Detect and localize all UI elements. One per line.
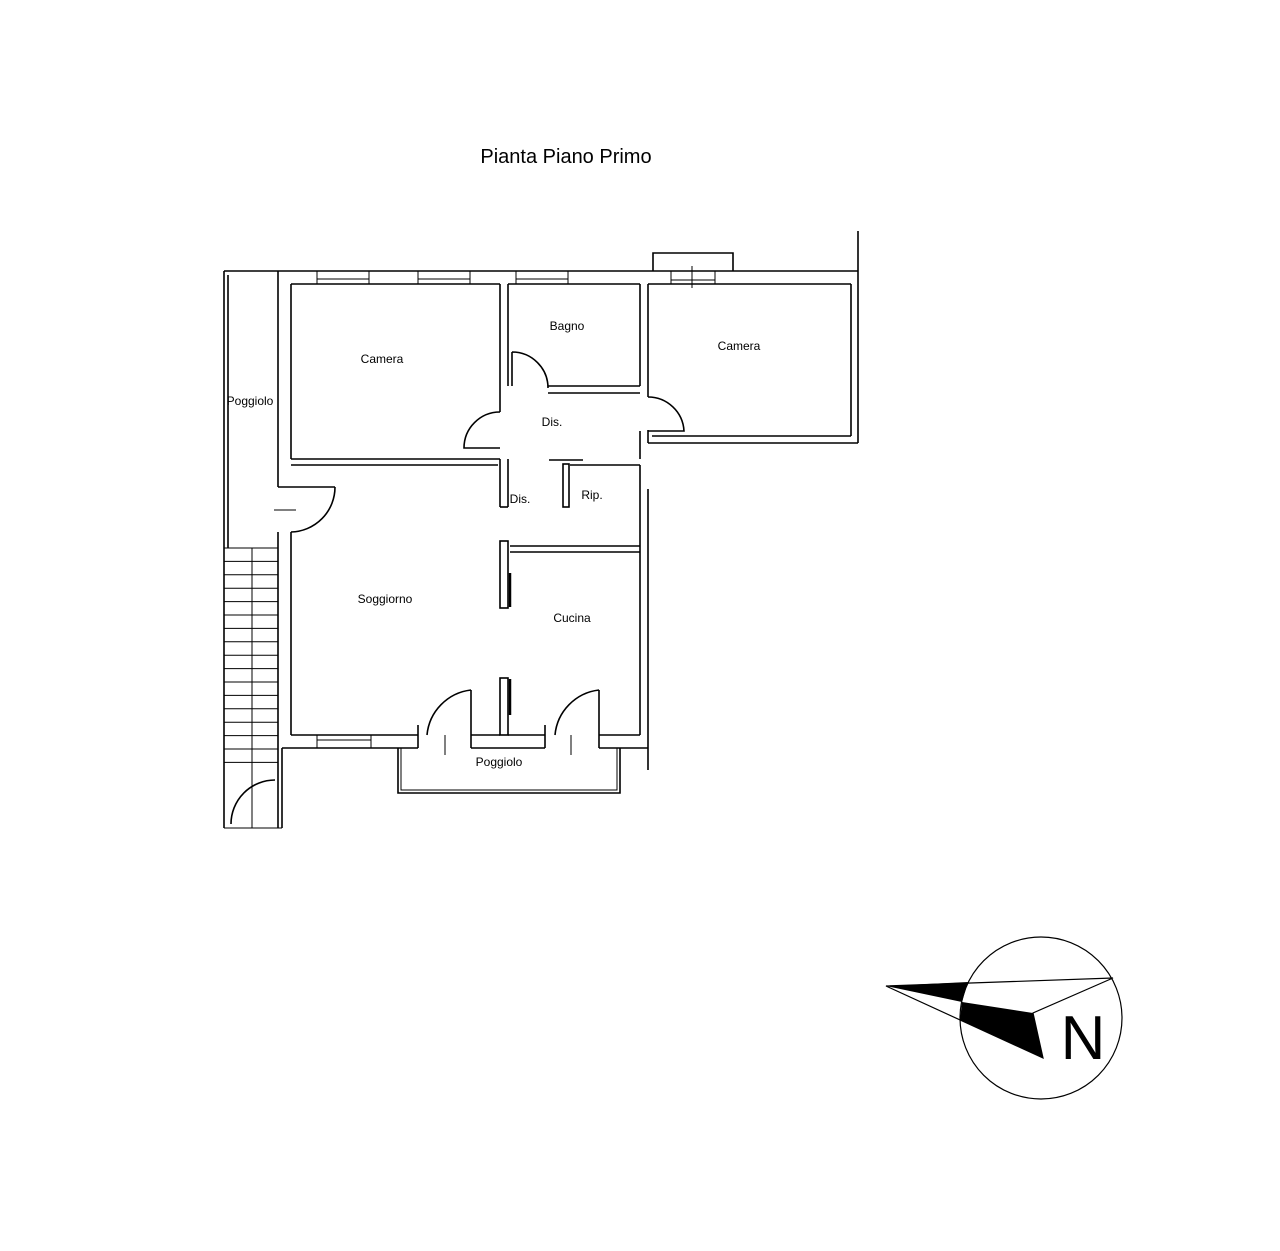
room-label-camera-2: Camera [718,339,761,353]
doors [274,351,685,755]
compass-arrow-fill [886,982,968,1002]
compass-circle [959,936,1123,1100]
plan-title: Pianta Piano Primo [480,146,651,168]
room-label-camera-1: Camera [361,352,404,366]
north-compass: N [885,936,1123,1100]
room-label-poggiolo-front: Poggiolo [476,755,523,769]
room-label-bagno: Bagno [550,319,585,333]
north-label: N [1061,1004,1106,1073]
room-label-soggiorno: Soggiorno [358,592,413,606]
room-label-cucina: Cucina [553,611,591,625]
room-label-poggiolo-side: Poggiolo [227,394,274,408]
room-label-dis-1: Dis. [542,415,563,429]
walls [223,231,859,828]
stair-door [230,779,276,825]
front-balcony [397,748,621,794]
room-label-rip: Rip. [581,488,602,502]
windows [316,252,734,749]
compass-arrow-fill [960,1002,1043,1058]
room-label-dis-2: Dis. [510,492,531,506]
staircase[interactable] [224,547,278,763]
